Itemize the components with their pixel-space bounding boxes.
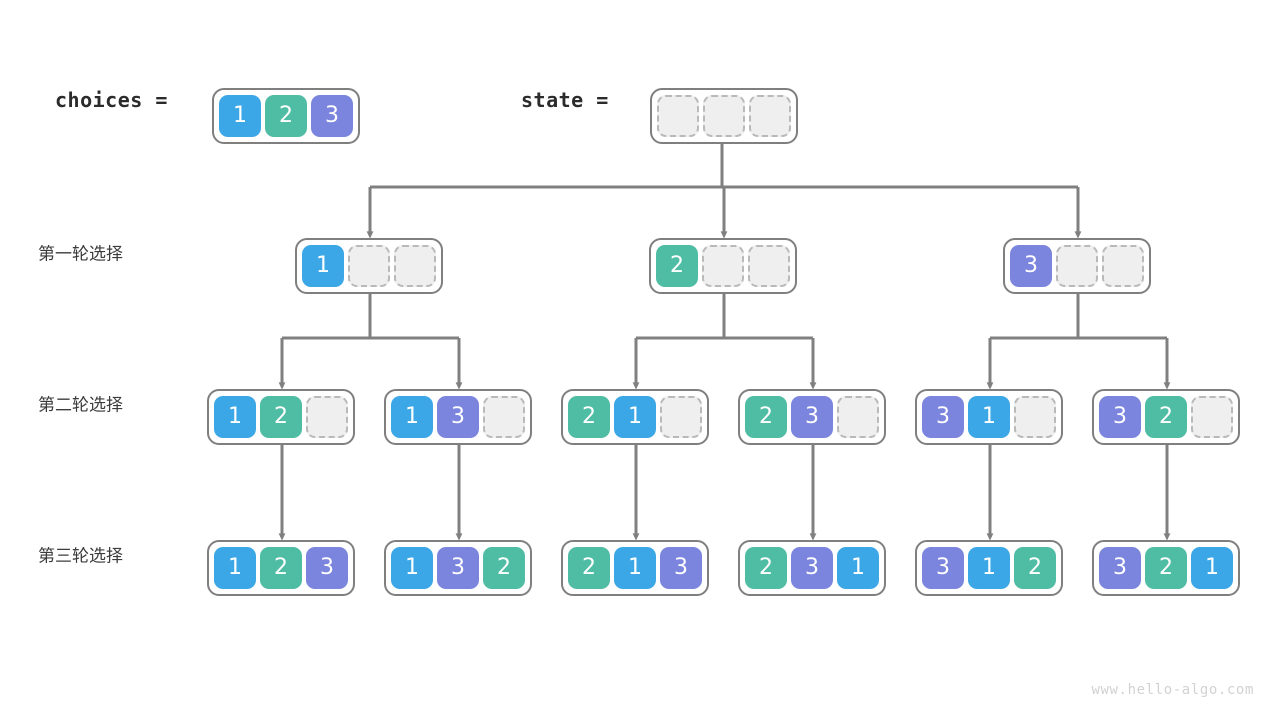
node-1-cell-2 xyxy=(394,245,436,287)
node-213-cell-2: 3 xyxy=(660,547,702,589)
node-321-cell-1: 2 xyxy=(1145,547,1187,589)
node-12-cell-1: 2 xyxy=(260,396,302,438)
state-node-node-1: 1 xyxy=(295,238,443,294)
state-cell-1 xyxy=(703,95,745,137)
node-312-cell-1: 1 xyxy=(968,547,1010,589)
row-label-row-2: 第二轮选择 xyxy=(38,395,123,416)
node-21-cell-1: 1 xyxy=(614,396,656,438)
node-132-cell-2: 2 xyxy=(483,547,525,589)
choices-cell-2: 3 xyxy=(311,95,353,137)
node-21-cell-0: 2 xyxy=(568,396,610,438)
node-231-cell-2: 1 xyxy=(837,547,879,589)
choices-cell-0: 1 xyxy=(219,95,261,137)
node-132-cell-0: 1 xyxy=(391,547,433,589)
state-label: state = xyxy=(521,88,609,112)
state-node-node-3: 3 xyxy=(1003,238,1151,294)
state-array xyxy=(650,88,798,144)
state-cell-0 xyxy=(657,95,699,137)
node-132-cell-1: 3 xyxy=(437,547,479,589)
node-31-cell-0: 3 xyxy=(922,396,964,438)
node-12-cell-2 xyxy=(306,396,348,438)
node-32-cell-1: 2 xyxy=(1145,396,1187,438)
node-123-cell-1: 2 xyxy=(260,547,302,589)
watermark: www.hello-algo.com xyxy=(1091,682,1254,698)
node-31-cell-2 xyxy=(1014,396,1056,438)
row-label-row-1: 第一轮选择 xyxy=(38,244,123,265)
node-2-cell-0: 2 xyxy=(656,245,698,287)
node-213-cell-0: 2 xyxy=(568,547,610,589)
node-23-cell-2 xyxy=(837,396,879,438)
node-12-cell-0: 1 xyxy=(214,396,256,438)
state-cell-2 xyxy=(749,95,791,137)
node-123-cell-2: 3 xyxy=(306,547,348,589)
state-node-node-2: 2 xyxy=(649,238,797,294)
node-231-cell-0: 2 xyxy=(745,547,787,589)
choices-label: choices = xyxy=(55,88,168,112)
node-13-cell-1: 3 xyxy=(437,396,479,438)
node-312-cell-0: 3 xyxy=(922,547,964,589)
node-13-cell-2 xyxy=(483,396,525,438)
node-32-cell-0: 3 xyxy=(1099,396,1141,438)
row-label-row-3: 第三轮选择 xyxy=(38,546,123,567)
node-231-cell-1: 3 xyxy=(791,547,833,589)
node-13-cell-0: 1 xyxy=(391,396,433,438)
node-1-cell-1 xyxy=(348,245,390,287)
node-1-cell-0: 1 xyxy=(302,245,344,287)
node-23-cell-1: 3 xyxy=(791,396,833,438)
node-213-cell-1: 1 xyxy=(614,547,656,589)
node-3-cell-1 xyxy=(1056,245,1098,287)
node-321-cell-2: 1 xyxy=(1191,547,1233,589)
node-3-cell-0: 3 xyxy=(1010,245,1052,287)
node-123-cell-0: 1 xyxy=(214,547,256,589)
choices-cell-1: 2 xyxy=(265,95,307,137)
node-23-cell-0: 2 xyxy=(745,396,787,438)
node-3-cell-2 xyxy=(1102,245,1144,287)
node-21-cell-2 xyxy=(660,396,702,438)
node-2-cell-1 xyxy=(702,245,744,287)
node-32-cell-2 xyxy=(1191,396,1233,438)
node-2-cell-2 xyxy=(748,245,790,287)
node-321-cell-0: 3 xyxy=(1099,547,1141,589)
node-312-cell-2: 2 xyxy=(1014,547,1056,589)
node-31-cell-1: 1 xyxy=(968,396,1010,438)
